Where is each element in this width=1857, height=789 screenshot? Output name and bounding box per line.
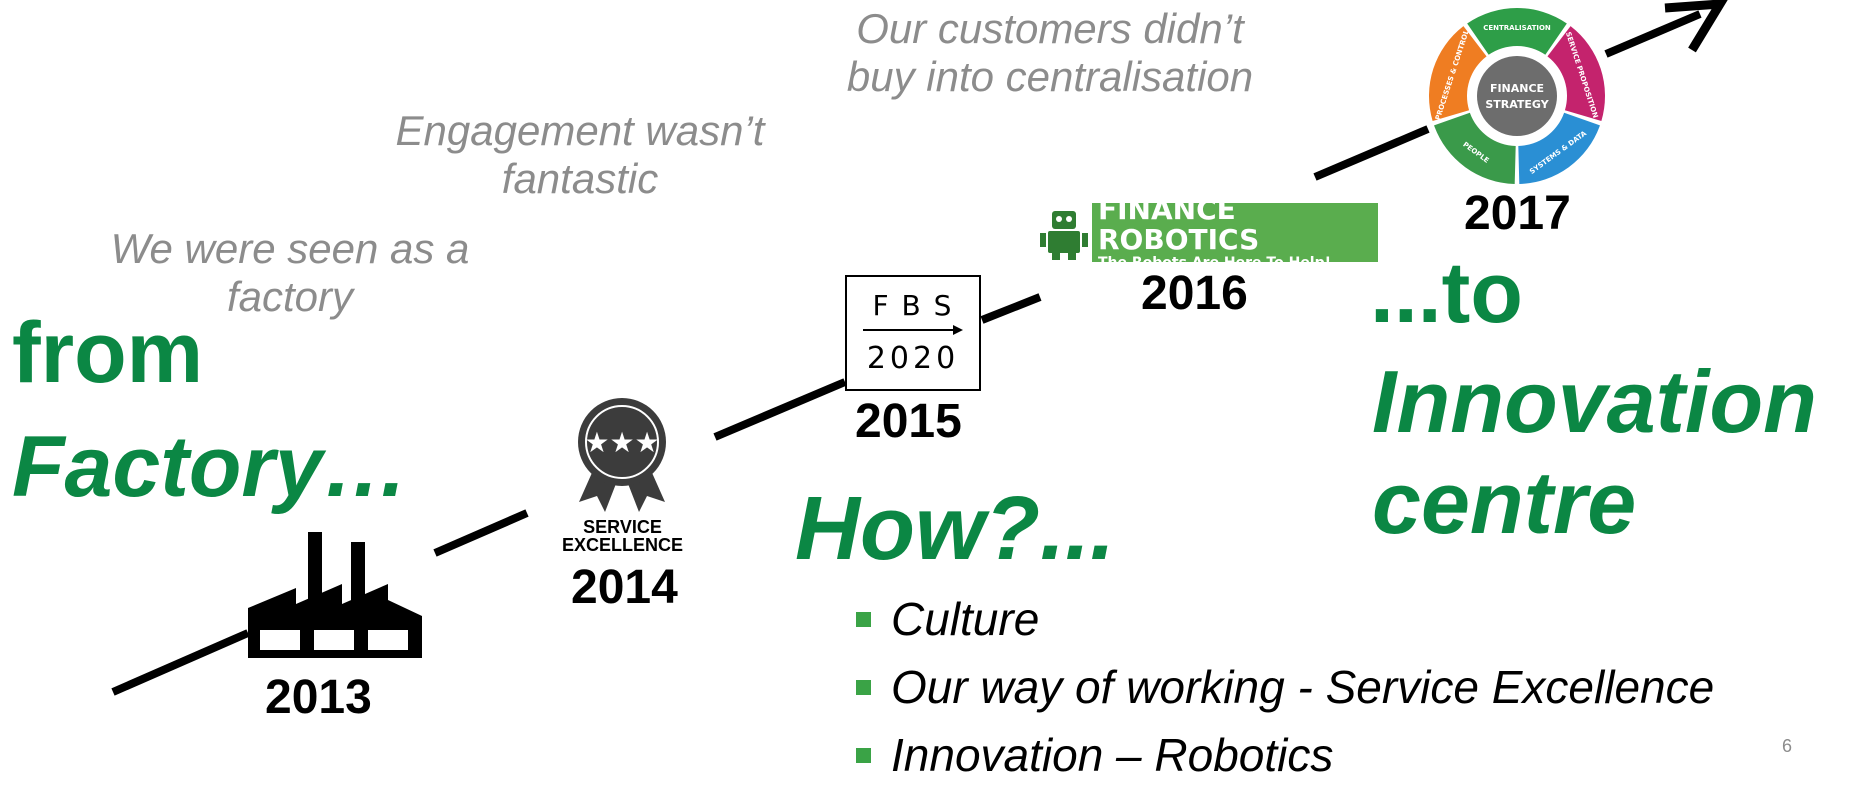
service-label-line2: EXCELLENCE <box>561 535 684 555</box>
year-2016: 2016 <box>1141 267 1248 320</box>
centre-label: centre <box>1372 453 1637 552</box>
fbs-bottom-text: 2020 <box>866 341 960 376</box>
service-excellence-label: SERVICE EXCELLENCE <box>555 518 690 554</box>
quote-engagement-text: Engagement wasn’t fantastic <box>395 107 765 202</box>
bullet-text: Our way of working - Service Excellence <box>891 661 1715 713</box>
bullet-text: Innovation – Robotics <box>891 729 1334 781</box>
quote-factory-text: We were seen as a factory <box>110 225 470 320</box>
robotics-subtitle: The Robots Are Here To Help! <box>1098 254 1332 271</box>
bullet-square-icon <box>856 679 871 695</box>
year-2015: 2015 <box>855 395 962 448</box>
bullet-square-icon <box>856 747 871 763</box>
wheel-segment <box>1467 8 1567 55</box>
quote-customers-text: Our customers didn’t buy into centralisa… <box>846 5 1254 100</box>
wheel-segment <box>1547 26 1605 121</box>
innovation-label: Innovation <box>1372 352 1817 451</box>
service-label-line1: SERVICE <box>583 517 662 537</box>
wheel-segment <box>1429 26 1487 121</box>
robotics-title: FINANCE ROBOTICS <box>1098 192 1260 256</box>
quote-factory: We were seen as a factory <box>90 225 490 321</box>
from-label: from <box>12 305 204 401</box>
award-ribbon-icon: ★★★ <box>578 398 666 512</box>
factory-label: Factory… <box>12 419 409 515</box>
year-2014: 2014 <box>571 561 678 614</box>
bullet-text: Culture <box>891 593 1040 645</box>
robot-icon <box>1036 203 1092 262</box>
factory-icon <box>248 532 422 658</box>
quote-customers: Our customers didn’t buy into centralisa… <box>820 5 1280 101</box>
year-2013: 2013 <box>265 671 372 724</box>
bullet-item-culture: Culture <box>856 585 1714 653</box>
quote-engagement: Engagement wasn’t fantastic <box>380 107 780 203</box>
fbs-top-text: F B S <box>872 289 954 322</box>
finance-robotics-banner: FINANCE ROBOTICS The Robots Are Here To … <box>1036 194 1378 271</box>
svg-text:★★★: ★★★ <box>584 426 659 459</box>
how-label: How?... <box>795 479 1115 579</box>
how-bullet-list: Culture Our way of working - Service Exc… <box>856 585 1714 789</box>
wheel-segment-label: CENTRALISATION <box>1483 24 1551 32</box>
to-label: ...to <box>1370 245 1523 341</box>
wheel-segment <box>1434 112 1516 184</box>
bullet-item-way-of-working: Our way of working - Service Excellence <box>856 653 1714 721</box>
strategy-center-line1: FINANCE <box>1490 82 1544 95</box>
bullet-item-innovation: Innovation – Robotics <box>856 721 1714 789</box>
wheel-segment <box>1518 112 1600 184</box>
arrow-right-icon <box>863 325 963 335</box>
year-2017: 2017 <box>1464 187 1571 240</box>
fbs-2020-logo: F B S 2020 <box>845 275 981 391</box>
slide-number: 6 <box>1782 736 1793 756</box>
strategy-center-line2: STRATEGY <box>1485 98 1549 111</box>
bullet-square-icon <box>856 611 871 627</box>
